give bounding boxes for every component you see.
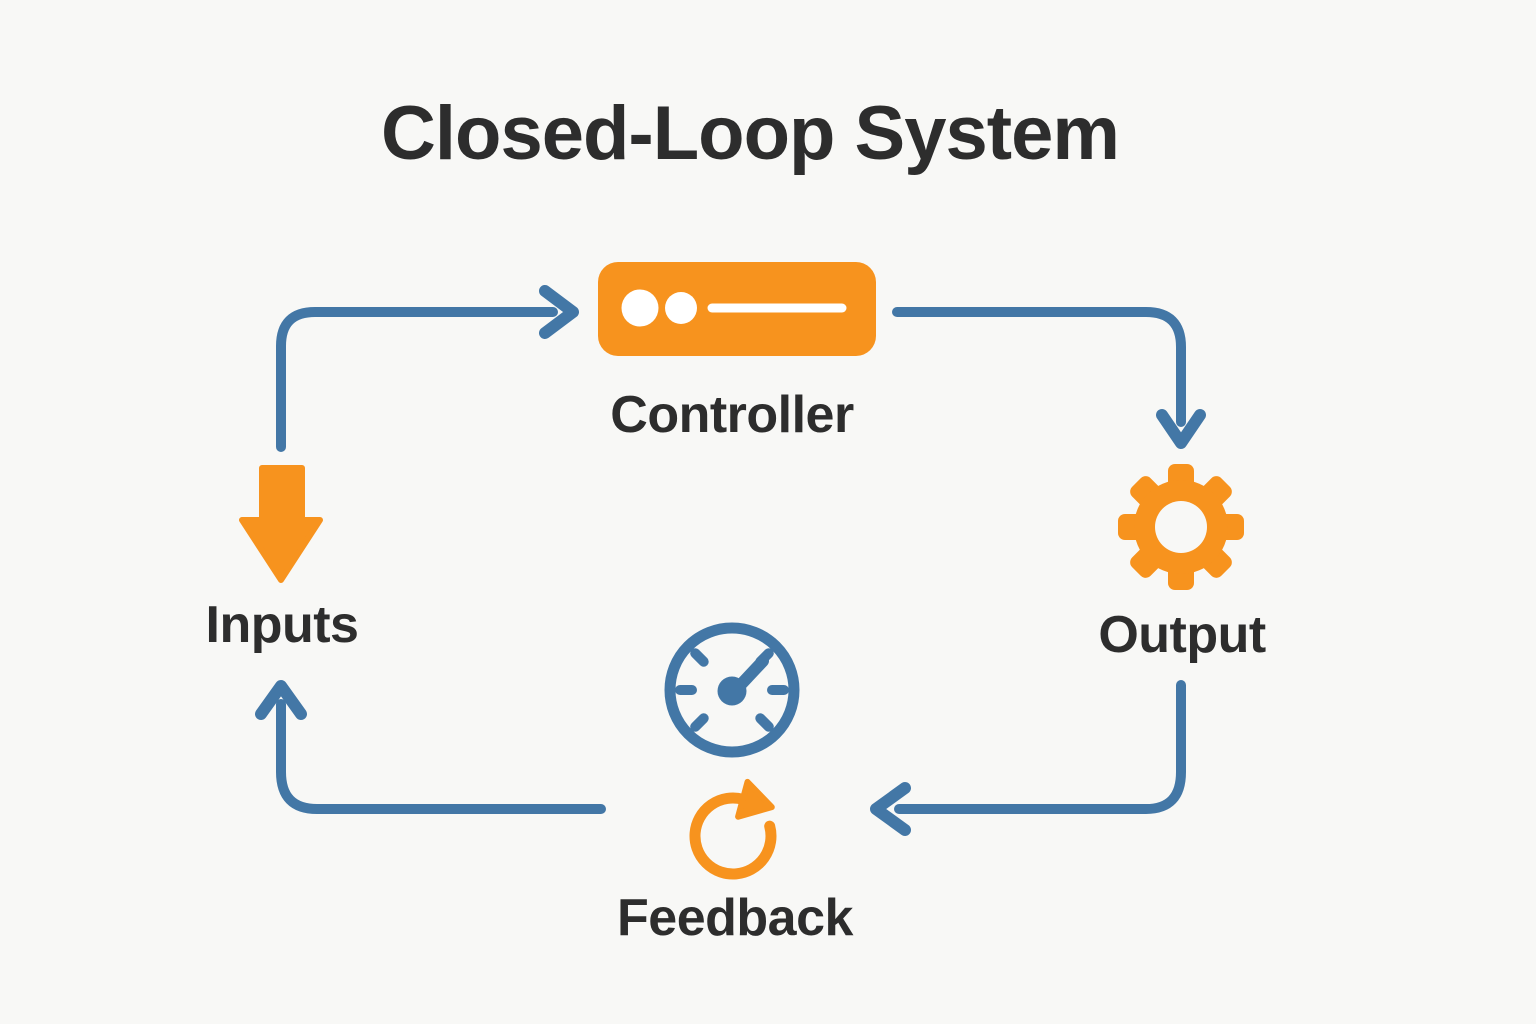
inputs-label: Inputs <box>205 596 359 654</box>
connector-controller-to-output <box>892 307 1206 449</box>
gauge-hub <box>717 676 747 706</box>
arrowhead-up-icon <box>255 680 307 720</box>
refresh-arc <box>689 792 777 880</box>
refresh-icon <box>689 778 777 880</box>
connector-line <box>276 307 558 452</box>
gear-icon <box>1118 464 1244 590</box>
arrowhead-left-icon <box>870 782 911 836</box>
diagram-title: Closed-Loop System <box>381 91 1120 176</box>
gauge-icon <box>664 622 800 758</box>
down-arrow-shape <box>239 465 323 583</box>
server-led-dot-2 <box>665 292 697 324</box>
connector-line <box>894 680 1186 814</box>
refresh-arrowhead <box>735 778 775 820</box>
server-icon <box>598 262 876 356</box>
arrowhead-down-icon <box>1156 409 1206 449</box>
arrowhead-right-icon <box>539 285 579 339</box>
output-label: Output <box>1098 606 1266 664</box>
connector-output-to-feedback <box>870 680 1186 836</box>
gear-hole <box>1155 501 1207 553</box>
server-led-dot-1 <box>621 289 659 327</box>
connector-line <box>276 699 606 814</box>
feedback-label: Feedback <box>617 889 853 947</box>
down-arrow-icon <box>239 465 323 583</box>
controller-label: Controller <box>610 386 854 444</box>
connector-inputs-to-controller <box>276 285 579 452</box>
gauge-ring <box>664 622 800 758</box>
connector-feedback-to-inputs <box>255 680 606 814</box>
gauge-ticks <box>675 648 789 732</box>
connector-line <box>892 307 1186 427</box>
